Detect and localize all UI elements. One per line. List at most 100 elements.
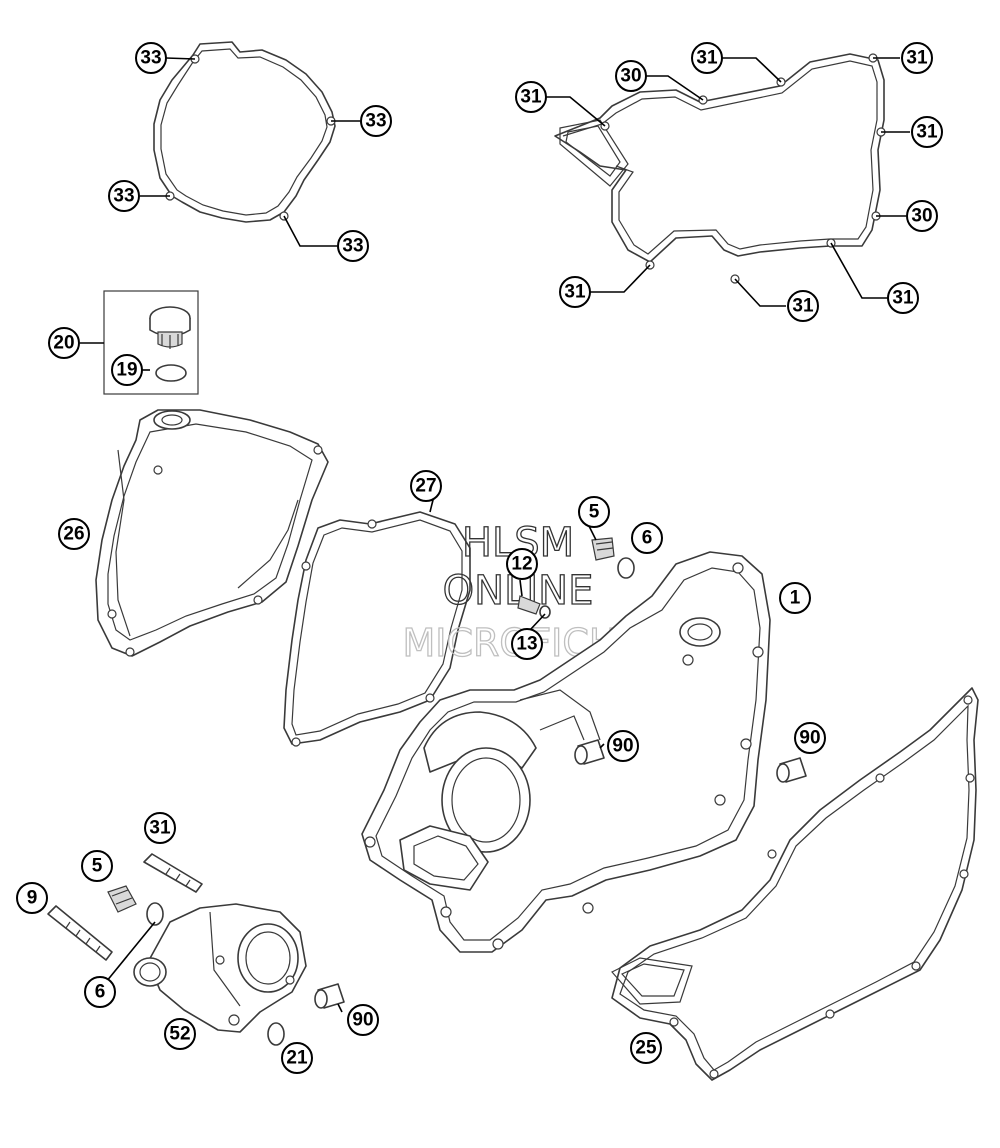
callout-circle bbox=[906, 200, 938, 232]
callout-number: 90 bbox=[612, 736, 633, 757]
callout-number: 31 bbox=[916, 122, 938, 143]
callout-31: 31 bbox=[144, 812, 176, 844]
drain-plug-group bbox=[517, 537, 635, 619]
callout-number: 31 bbox=[792, 296, 814, 317]
callout-number: 13 bbox=[516, 634, 537, 655]
callout-circle bbox=[164, 1018, 196, 1050]
callout-31: 31 bbox=[787, 290, 819, 322]
callout-13: 13 bbox=[511, 628, 543, 660]
outer-cover-gasket bbox=[283, 511, 471, 747]
callout-number: 31 bbox=[696, 48, 718, 69]
callout-circle bbox=[48, 327, 80, 359]
callout-25: 25 bbox=[630, 1032, 662, 1064]
ignition-cover-gasket bbox=[153, 41, 336, 223]
leader-lines bbox=[80, 57, 910, 1013]
callout-number: 31 bbox=[149, 818, 171, 839]
callout-31: 31 bbox=[901, 42, 933, 74]
callout-33: 33 bbox=[337, 230, 369, 262]
callout-number: 5 bbox=[589, 502, 600, 523]
callout-21: 21 bbox=[281, 1042, 313, 1074]
callout-number: 33 bbox=[140, 48, 161, 69]
callout-12: 12 bbox=[506, 548, 538, 580]
callout-circle bbox=[347, 1004, 379, 1036]
callout-circle bbox=[135, 42, 167, 74]
callout-number: 20 bbox=[53, 333, 74, 354]
water-pump-group bbox=[47, 853, 307, 1046]
callout-52: 52 bbox=[164, 1018, 196, 1050]
callout-19: 19 bbox=[111, 354, 143, 386]
callout-number: 31 bbox=[892, 288, 914, 309]
callout-9: 9 bbox=[16, 882, 48, 914]
callout-number: 31 bbox=[520, 87, 542, 108]
callout-circle bbox=[144, 812, 176, 844]
clutch-outer-cover bbox=[95, 409, 329, 657]
callout-number: 9 bbox=[27, 888, 38, 909]
callout-number: 30 bbox=[911, 206, 932, 227]
callout-1: 1 bbox=[779, 582, 811, 614]
callout-number: 33 bbox=[113, 186, 134, 207]
callout-circle bbox=[779, 582, 811, 614]
callout-number: 25 bbox=[635, 1038, 657, 1059]
callout-circle bbox=[578, 496, 610, 528]
callout-circle bbox=[515, 81, 547, 113]
callout-circle bbox=[911, 116, 943, 148]
callout-26: 26 bbox=[58, 518, 90, 550]
callout-circle bbox=[631, 522, 663, 554]
callout-number: 6 bbox=[642, 528, 653, 549]
callout-27: 27 bbox=[410, 470, 442, 502]
callout-circle bbox=[108, 180, 140, 212]
callout-31: 31 bbox=[515, 81, 547, 113]
callout-number: 1 bbox=[790, 588, 801, 609]
callout-number: 21 bbox=[286, 1048, 308, 1069]
callout-circle bbox=[58, 518, 90, 550]
callout-circle bbox=[794, 722, 826, 754]
callout-circle bbox=[607, 730, 639, 762]
callout-33: 33 bbox=[360, 105, 392, 137]
callout-number: 6 bbox=[95, 982, 106, 1003]
callout-31: 31 bbox=[559, 276, 591, 308]
callout-number: 90 bbox=[799, 728, 820, 749]
clutch-cover-gasket bbox=[554, 53, 886, 284]
callout-90: 90 bbox=[347, 1004, 379, 1036]
callout-31: 31 bbox=[887, 282, 919, 314]
callout-30: 30 bbox=[615, 60, 647, 92]
callout-number: 90 bbox=[352, 1010, 373, 1031]
callout-31: 31 bbox=[911, 116, 943, 148]
callout-number: 27 bbox=[415, 476, 436, 497]
callout-20: 20 bbox=[48, 327, 80, 359]
callout-number: 30 bbox=[620, 66, 641, 87]
callout-number: 26 bbox=[63, 524, 84, 545]
callout-33: 33 bbox=[135, 42, 167, 74]
callout-31: 31 bbox=[691, 42, 723, 74]
callout-number: 33 bbox=[365, 111, 386, 132]
callout-circle bbox=[337, 230, 369, 262]
callout-6: 6 bbox=[631, 522, 663, 554]
callout-number: 5 bbox=[92, 856, 103, 877]
callout-circle bbox=[691, 42, 723, 74]
callout-90: 90 bbox=[794, 722, 826, 754]
callout-circle bbox=[281, 1042, 313, 1074]
callout-circle bbox=[410, 470, 442, 502]
callout-circle bbox=[630, 1032, 662, 1064]
callout-number: 12 bbox=[511, 554, 532, 575]
callout-circle bbox=[559, 276, 591, 308]
callout-circle bbox=[360, 105, 392, 137]
callout-number: 52 bbox=[169, 1024, 190, 1045]
callout-number: 31 bbox=[564, 282, 586, 303]
callout-circle bbox=[84, 976, 116, 1008]
callout-30: 30 bbox=[906, 200, 938, 232]
callout-33: 33 bbox=[108, 180, 140, 212]
lower-gasket bbox=[611, 687, 979, 1081]
callout-5: 5 bbox=[578, 496, 610, 528]
callout-circle bbox=[16, 882, 48, 914]
callout-circle bbox=[506, 548, 538, 580]
callout-number: 33 bbox=[342, 236, 363, 257]
callout-circle bbox=[787, 290, 819, 322]
callout-circle bbox=[901, 42, 933, 74]
callout-5: 5 bbox=[81, 850, 113, 882]
callout-circle bbox=[111, 354, 143, 386]
callout-circle bbox=[887, 282, 919, 314]
bushings bbox=[314, 739, 807, 1009]
